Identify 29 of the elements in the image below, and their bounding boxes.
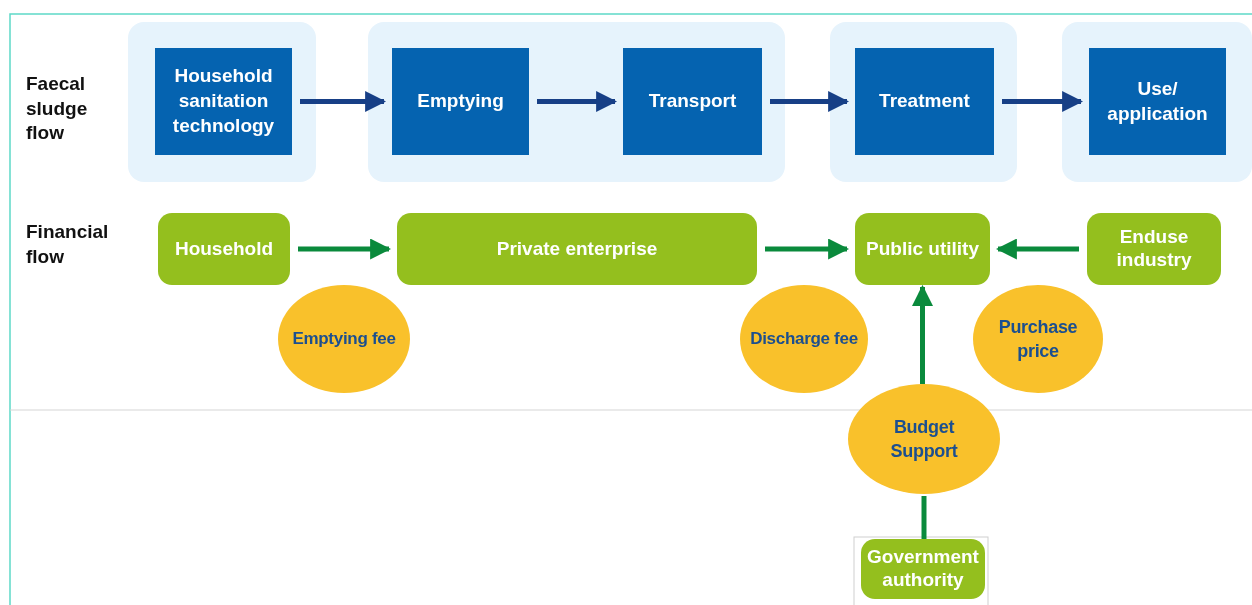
fee-ellipse: Budget Support <box>848 384 1000 494</box>
connector-line <box>921 496 927 539</box>
arrow <box>300 91 387 112</box>
fee-ellipse: Purchase price <box>973 285 1103 393</box>
process-box: Transport <box>623 48 762 155</box>
stage-band <box>128 22 316 182</box>
arrow <box>537 91 618 112</box>
row-label: Faecal sludge flow <box>26 72 89 146</box>
row-label: Financial flow <box>26 220 110 269</box>
actor-box: Household <box>158 213 290 285</box>
fee-ellipse: Emptying fee <box>278 285 410 393</box>
arrow <box>995 238 1079 260</box>
fee-ellipse: Discharge fee <box>740 285 868 393</box>
arrow <box>912 284 933 384</box>
arrow <box>770 91 850 112</box>
stage-band <box>1062 22 1252 182</box>
process-box: Household sanitation technology <box>155 48 292 155</box>
stage-band <box>368 22 785 182</box>
process-box: Use/ application <box>1089 48 1226 155</box>
arrow <box>765 238 850 260</box>
actor-box: Private enterprise <box>397 213 757 285</box>
process-box: Treatment <box>855 48 994 155</box>
arrow <box>1002 91 1084 112</box>
process-box: Emptying <box>392 48 529 155</box>
actor-box: Enduse industry <box>1087 213 1221 285</box>
actor-box: Government authority <box>861 539 985 599</box>
stage-band <box>830 22 1017 182</box>
arrow <box>298 238 392 260</box>
actor-box: Public utility <box>855 213 990 285</box>
